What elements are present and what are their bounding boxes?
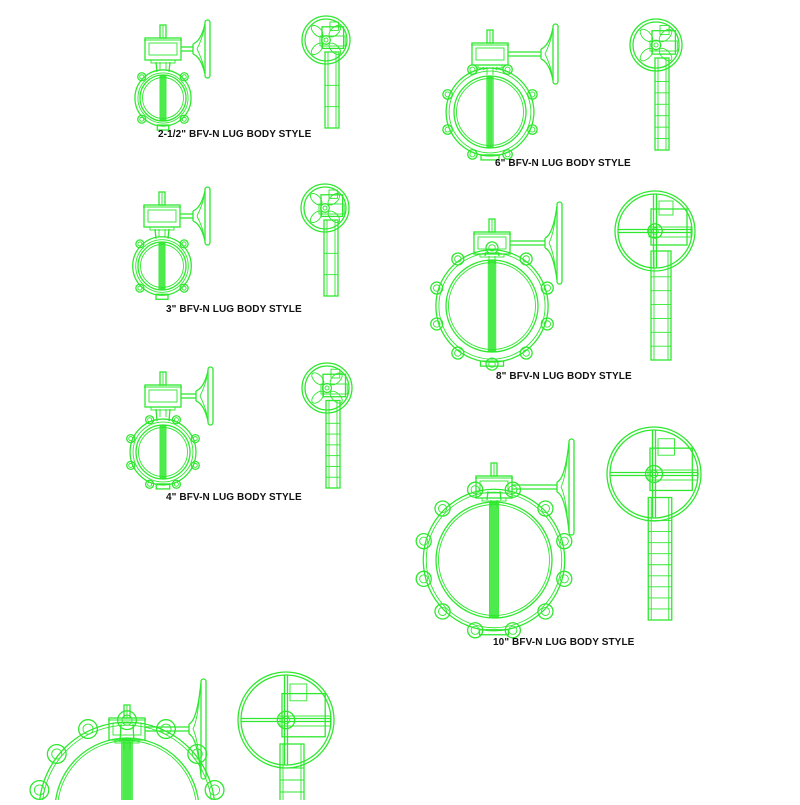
valve-front-view-v12 [29, 678, 225, 805]
valve-front-view-v4 [126, 366, 214, 490]
valve-front-view-v10 [415, 438, 575, 639]
valve-front-view-v2-5 [134, 19, 211, 131]
valve-front-view-v6 [442, 23, 559, 161]
valve-side-view-v8 [614, 190, 696, 361]
valve-side-view-v12 [237, 671, 335, 805]
caption-4-inch: 4" BFV-N LUG BODY STYLE [166, 492, 302, 503]
caption-6-inch: 6" BFV-N LUG BODY STYLE [495, 158, 631, 169]
caption-10-inch: 10" BFV-N LUG BODY STYLE [493, 637, 635, 648]
valve-side-view-v2-5 [301, 15, 351, 129]
valve-side-view-v6 [629, 18, 683, 151]
valve-front-view-v3 [132, 186, 211, 300]
valve-side-view-v10 [606, 426, 702, 621]
valve-side-view-v3 [300, 183, 350, 297]
caption-3-inch: 3" BFV-N LUG BODY STYLE [166, 304, 302, 315]
valve-side-view-v4 [301, 362, 353, 489]
caption-2-5-inch: 2-1/2" BFV-N LUG BODY STYLE [158, 129, 312, 140]
valve-front-view-v8 [430, 201, 563, 371]
caption-8-inch: 8" BFV-N LUG BODY STYLE [496, 371, 632, 382]
